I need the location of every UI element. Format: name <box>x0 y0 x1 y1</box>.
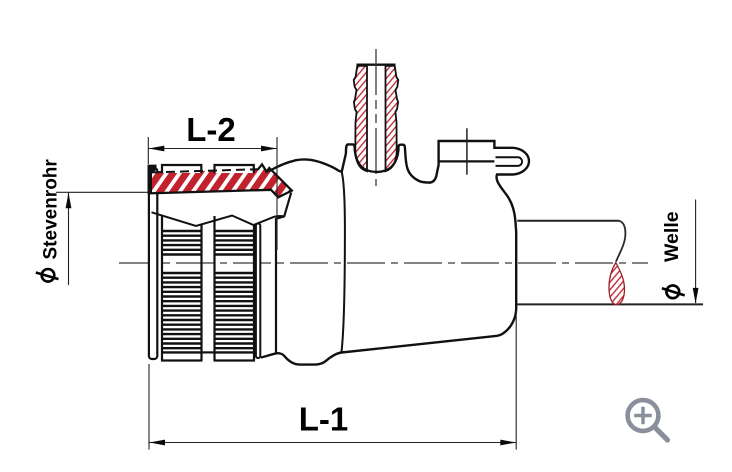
svg-text:L-1: L-1 <box>299 401 349 438</box>
svg-text:Stevenrohr: Stevenrohr <box>41 159 62 260</box>
svg-text:L-2: L-2 <box>186 111 236 148</box>
svg-text:Welle: Welle <box>661 211 683 262</box>
